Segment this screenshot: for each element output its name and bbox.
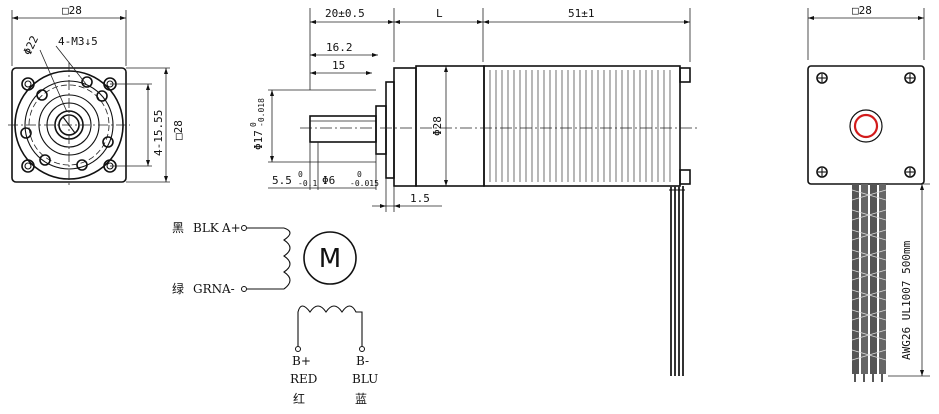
coil-a: [283, 227, 291, 290]
wire-a-minus-pin: A-: [221, 282, 235, 296]
wire-b-minus-pin: B-: [356, 354, 369, 368]
front-diameter-dim: Φ22: [21, 34, 41, 58]
hole-spec: 4-M3↓5: [58, 35, 98, 48]
wire-a-plus-color: BLK: [193, 221, 220, 235]
rear-end-cap: [807, 65, 925, 185]
shaft-diameter-dim: Φ6: [322, 174, 335, 187]
motor-body: [415, 65, 485, 187]
motor-symbol: [303, 231, 357, 285]
gearbox-body: [393, 67, 417, 187]
coil-b: [297, 305, 363, 346]
rear-cable-bundle: [851, 184, 887, 382]
motor-fins: [489, 70, 671, 182]
end-cap-top: [679, 67, 691, 83]
pilot-boss: [375, 105, 387, 155]
shaft-length-dim-1: 16.2: [326, 41, 353, 54]
mounting-holes: [21, 77, 117, 173]
rear-view: □28 AWG26 UL1007 500mm: [807, 4, 930, 382]
wire-a-minus-color: GRN: [193, 282, 222, 296]
wire-a-plus-pin: A+: [221, 221, 241, 235]
cable-spec: AWG26 UL1007 500mm: [900, 240, 913, 360]
wire-b-plus-cn: 红: [293, 391, 305, 406]
shaft-length-dim-2: 15: [332, 59, 345, 72]
hole-spacing-dim: 4-15.55: [152, 110, 165, 156]
front-side-dim: □28: [172, 120, 185, 140]
wire-a-plus-cn: 黑: [172, 221, 184, 235]
front-width-dim: □28: [62, 4, 82, 17]
motor-length-dim: L: [436, 7, 443, 20]
flat-tol-upper: 0: [298, 170, 303, 179]
side-cable: [669, 186, 685, 376]
wire-b-minus-cn: 蓝: [355, 392, 367, 406]
flange-thickness-dim: 1.5: [410, 192, 430, 205]
wire-b-minus-color: BLU: [352, 372, 378, 386]
end-cap-bottom: [679, 169, 691, 185]
flat-dim: 5.5: [272, 174, 292, 187]
flange: [385, 81, 395, 179]
shaft-tol-lower: -0.015: [350, 179, 379, 188]
pilot-tol-lower: -0.018: [257, 98, 266, 127]
body-diameter-dim: Φ28: [431, 116, 444, 136]
pilot-tol-upper: 0: [249, 122, 258, 127]
output-shaft: [309, 115, 377, 143]
motor-can: [483, 65, 681, 187]
side-view: 20±0.5 L 51±1 16.2 15: [249, 7, 700, 376]
front-view: □28 Φ22 4-M3↓5 4-1: [8, 4, 185, 188]
body-length-dim: 51±1: [568, 7, 595, 20]
flat-tol-lower: -0.1: [298, 179, 317, 188]
gearbox-screws: [20, 76, 114, 171]
pilot-diameter-dim: Φ17: [252, 130, 265, 150]
motor-symbol-label: M: [319, 244, 341, 274]
wire-b-plus-pin: B+: [292, 354, 311, 368]
rear-width-dim: □28: [852, 4, 872, 17]
wire-b-plus-color: RED: [290, 372, 317, 386]
shaft-tol-upper: 0: [357, 170, 362, 179]
wire-a-minus-cn: 绿: [172, 281, 184, 296]
rear-bearing-mark: [853, 113, 879, 139]
wiring-diagram: 黑 BLK A+ 绿 GRN A- M B+ RED 红 B- BLU 蓝: [172, 221, 378, 406]
gearbox-length-dim: 20±0.5: [325, 7, 365, 20]
